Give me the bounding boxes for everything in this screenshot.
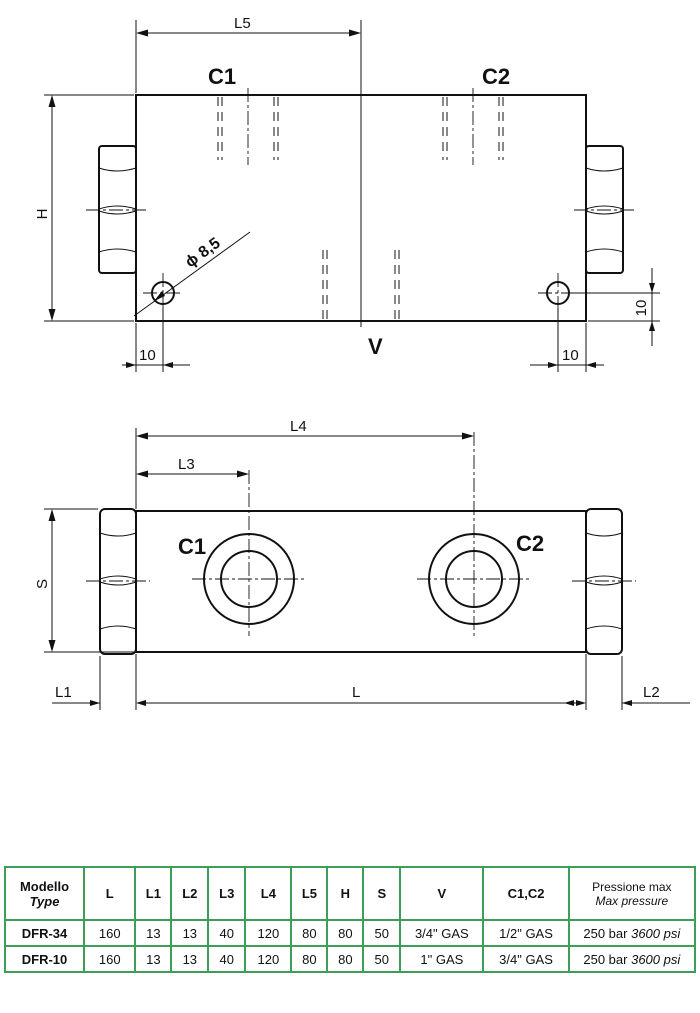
header-l5: L5 <box>290 866 329 921</box>
hidden-port-c2 <box>442 88 504 165</box>
header-model-label: Modello <box>19 878 70 894</box>
header-c1c2: C1,C2 <box>482 866 570 921</box>
dimension-label-s: S <box>34 579 51 589</box>
cell-pressure-psi: 3600 psi <box>631 951 681 967</box>
left-hex-nut-top <box>86 145 148 274</box>
dimension-vertical-offset: 10 <box>572 268 660 346</box>
cell-pressure: 250 bar 3600 psi <box>567 919 697 947</box>
mounting-hole-right <box>538 273 578 313</box>
dimension-label-l4: L4 <box>290 418 307 435</box>
header-l3: L3 <box>207 866 247 921</box>
cell-pressure-bar: 250 bar <box>583 925 628 941</box>
left-hex-nut-front <box>86 508 150 655</box>
dimension-label-l: L <box>352 684 360 701</box>
technical-drawing: C1 C2 V L5 H ϕ 8,5 <box>34 15 690 710</box>
cell-pressure-bar: 250 bar <box>583 951 628 967</box>
specification-table: Modello Type L L1 L2 L3 L4 L5 H S V C1,C… <box>3 866 697 973</box>
cell-l1: 13 <box>134 919 173 947</box>
dimension-label-l1: L1 <box>55 684 72 701</box>
top-view: C1 C2 V L5 H ϕ 8,5 <box>34 15 660 372</box>
dimension-l3: L3 <box>136 456 249 478</box>
hidden-port-c1 <box>217 88 279 165</box>
header-model-sub: Type <box>29 893 60 909</box>
header-model: Modello Type <box>3 866 86 921</box>
hole-diameter-callout: ϕ 8,5 <box>133 231 251 317</box>
port-label-c1-top: C1 <box>208 64 236 89</box>
front-view: C1 C2 L4 L3 S <box>34 418 690 710</box>
cell-l3: 40 <box>207 945 247 973</box>
cell-c1c2: 1/2" GAS <box>482 919 570 947</box>
header-l4: L4 <box>244 866 293 921</box>
cell-pressure-psi: 3600 psi <box>631 925 681 941</box>
table-row: DFR-34 160 13 13 40 120 80 80 50 3/4" GA… <box>3 919 697 947</box>
table-header-row: Modello Type L L1 L2 L3 L4 L5 H S V C1,C… <box>3 866 697 921</box>
dimension-h: H <box>34 94 134 322</box>
header-l2: L2 <box>170 866 210 921</box>
dimension-l5: L5 <box>135 15 362 327</box>
dimension-label-right-offset: 10 <box>562 347 579 364</box>
cell-model: DFR-34 <box>3 919 86 947</box>
cell-l: 160 <box>83 919 137 947</box>
dimension-s: S <box>34 508 134 653</box>
dimension-label-vertical-offset: 10 <box>633 300 650 317</box>
cell-l: 160 <box>83 945 137 973</box>
cell-h: 80 <box>326 945 365 973</box>
dimension-right-offset: 10 <box>530 308 604 372</box>
header-l1: L1 <box>134 866 173 921</box>
header-pressure: Pressione max Max pressure <box>567 866 697 921</box>
cell-pressure: 250 bar 3600 psi <box>567 945 697 973</box>
cell-s: 50 <box>362 919 402 947</box>
cell-l1: 13 <box>134 945 173 973</box>
dimension-label-l3: L3 <box>178 456 195 473</box>
dimension-label-left-offset: 10 <box>139 347 156 364</box>
port-label-c1-front: C1 <box>178 534 206 559</box>
right-hex-nut-top <box>574 145 636 274</box>
header-pressure-label: Pressione max <box>592 879 672 894</box>
dimension-label-l5: L5 <box>234 15 251 32</box>
cell-l5: 80 <box>290 945 329 973</box>
cell-s: 50 <box>362 945 402 973</box>
cell-model: DFR-10 <box>3 945 86 973</box>
header-h: H <box>326 866 365 921</box>
header-pressure-sub: Max pressure <box>595 893 669 908</box>
right-hex-nut-front <box>572 508 636 655</box>
header-v: V <box>399 866 485 921</box>
cell-v: 1" GAS <box>399 945 485 973</box>
dimension-bottom: L1 L L2 <box>52 654 690 710</box>
cell-l3: 40 <box>207 919 247 947</box>
cell-l4: 120 <box>244 919 293 947</box>
port-c2-front <box>417 432 531 636</box>
header-s: S <box>362 866 402 921</box>
cell-l2: 13 <box>170 919 210 947</box>
port-label-c2-front: C2 <box>516 531 544 556</box>
port-c1-front <box>192 470 306 636</box>
table-row: DFR-10 160 13 13 40 120 80 80 50 1" GAS … <box>3 945 697 973</box>
port-label-c2-top: C2 <box>482 64 510 89</box>
cell-c1c2: 3/4" GAS <box>482 945 570 973</box>
cell-l2: 13 <box>170 945 210 973</box>
dimension-label-l2: L2 <box>643 684 660 701</box>
header-l: L <box>83 866 137 921</box>
dimension-label-h: H <box>34 209 51 220</box>
cell-v: 3/4" GAS <box>399 919 485 947</box>
dimension-left-offset: 10 <box>122 308 190 372</box>
dimension-l4: L4 <box>135 418 474 509</box>
cell-l4: 120 <box>244 945 293 973</box>
cell-h: 80 <box>326 919 365 947</box>
port-label-v: V <box>368 334 383 359</box>
cell-l5: 80 <box>290 919 329 947</box>
